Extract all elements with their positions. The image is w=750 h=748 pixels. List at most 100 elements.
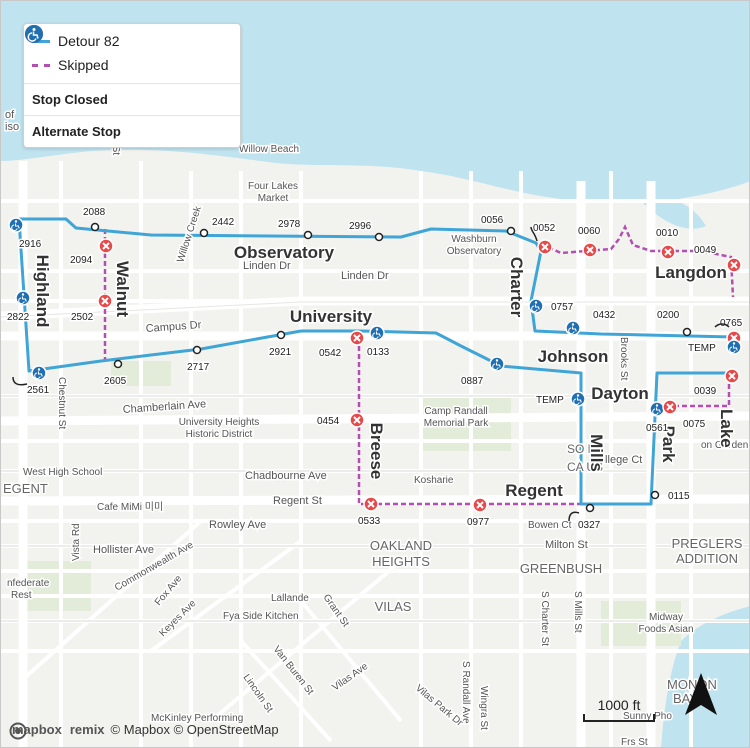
bus-stop[interactable]: [506, 226, 516, 236]
stop-closed-icon[interactable]: [660, 244, 676, 260]
alternate-stop-icon[interactable]: [570, 391, 586, 407]
alternate-stop-icon[interactable]: [15, 290, 31, 306]
stop-id-label: 2916: [19, 239, 42, 250]
label-egent: EGENT: [3, 481, 48, 496]
stop-id-label: 2088: [83, 207, 106, 218]
bus-stop[interactable]: [192, 345, 202, 355]
north-arrow-icon: [685, 673, 717, 715]
stop-id-label: 0133: [367, 347, 390, 358]
stop-closed-icon[interactable]: [349, 412, 365, 428]
label-camp-randall-1: Camp Randall: [424, 406, 487, 417]
bus-stop[interactable]: [650, 490, 660, 500]
stop-closed-icon[interactable]: [349, 330, 365, 346]
alternate-stop-icon[interactable]: [528, 298, 544, 314]
stop-id-label: 0052: [533, 223, 556, 234]
bus-stop[interactable]: [303, 230, 313, 240]
label-lallande: Lallande: [271, 593, 309, 604]
lake-monona: [661, 606, 749, 747]
stop-id-label: 2978: [278, 219, 301, 230]
turn-arrow-icon: [12, 376, 28, 386]
road-casing: [1, 395, 749, 622]
label-chestnut: Chestnut St: [56, 377, 67, 429]
label-market: Market: [258, 193, 289, 204]
stop-closed-icon[interactable]: [363, 496, 379, 512]
label-wingra: Wingra St: [478, 686, 489, 730]
legend-closed-label: Stop Closed: [32, 92, 108, 107]
scale-line: [583, 714, 655, 722]
skipped-swatch: [32, 63, 50, 67]
stop-id-label: 0049: [694, 245, 717, 256]
stop-id-label: 2094: [70, 255, 93, 266]
stop-id-label: 0977: [467, 517, 490, 528]
label-iso: iso: [5, 121, 19, 133]
stop-id-label: 0765: [720, 318, 743, 329]
label-washburn-2: Observatory: [447, 246, 501, 257]
bus-stop[interactable]: [199, 228, 209, 238]
mapbox-logo[interactable]: mapbox: [9, 722, 62, 740]
label-s-randall: S Randall Ave: [460, 661, 471, 724]
bus-stop[interactable]: [682, 327, 692, 337]
road-label: Walnut: [113, 261, 132, 317]
stop-closed-icon[interactable]: [537, 239, 553, 255]
road-label: Observatory: [234, 243, 335, 262]
label-kosharie: Kosharie: [414, 475, 454, 486]
remix-logo[interactable]: remix: [69, 722, 105, 737]
label-washburn-1: Washburn: [451, 234, 496, 245]
label-confederate-2: Rest: [11, 590, 32, 601]
label-willow-beach: Willow Beach: [239, 144, 299, 155]
label-brooks: Brooks St: [618, 337, 629, 381]
bus-stop[interactable]: [374, 232, 384, 242]
stop-closed-icon[interactable]: [726, 257, 742, 273]
label-fox: Fox Ave: [153, 573, 185, 608]
stop-closed-icon[interactable]: [662, 399, 678, 415]
stop-id-label: 0327: [578, 520, 601, 531]
road-label: Regent: [505, 481, 563, 500]
bus-stop[interactable]: [585, 503, 595, 513]
label-preglers-2: ADDITION: [676, 551, 738, 566]
stop-id-label: 2605: [104, 376, 127, 387]
label-south-1: SO H: [567, 442, 596, 456]
stop-id-label: 0115: [668, 491, 690, 502]
bus-stop[interactable]: [90, 222, 100, 232]
bus-stop[interactable]: [113, 359, 123, 369]
label-hollister: Hollister Ave: [93, 544, 154, 556]
alternate-stop-icon[interactable]: [31, 365, 47, 381]
stop-id-label: 0533: [358, 516, 381, 527]
stop-id-label: 2561: [27, 385, 50, 396]
label-chamberlain: Chamberlain Ave: [122, 398, 206, 416]
scale-label: 1000 ft: [597, 697, 641, 713]
label-uh-2: Historic District: [186, 429, 253, 440]
alternate-stop-icon[interactable]: [726, 339, 742, 355]
stop-id-label: 2822: [7, 312, 30, 323]
road-label: Langdon: [655, 263, 727, 282]
stop-closed-icon[interactable]: [98, 238, 114, 254]
alternate-stop-icon[interactable]: [369, 325, 385, 341]
label-cafe-mimi: Cafe MiMi 미미: [97, 501, 163, 513]
alternate-stop-icon[interactable]: [565, 320, 581, 336]
stop-closed-icon[interactable]: [472, 497, 488, 513]
stop-id-label: 0432: [593, 310, 616, 321]
alternate-stop-icon[interactable]: [8, 217, 24, 233]
bus-stop[interactable]: [276, 330, 286, 340]
alternate-stop-icon[interactable]: [489, 356, 505, 372]
label-south-2: CA US: [567, 460, 603, 474]
attribution-credits[interactable]: © Mapbox © OpenStreetMap: [110, 722, 279, 737]
label-midway-1: Midway: [649, 612, 683, 623]
mapbox-icon: [9, 722, 27, 740]
stop-closed-icon[interactable]: [582, 242, 598, 258]
alternate-stop-icon[interactable]: [649, 401, 665, 417]
stop-id-label: 2502: [71, 312, 94, 323]
label-s-mills: S Mills St: [572, 591, 583, 633]
scale-bar: 1000 ft: [583, 697, 655, 722]
label-regent-st: Regent St: [273, 495, 322, 507]
label-camp-randall-2: Memorial Park: [424, 418, 489, 429]
road-label: Highland: [33, 255, 52, 328]
stop-closed-icon[interactable]: [724, 368, 740, 384]
stop-closed-icon[interactable]: [97, 293, 113, 309]
stop-id-label: 0010: [656, 228, 679, 239]
attribution: mapbox remix © Mapbox © OpenStreetMap: [9, 722, 279, 740]
label-four-lakes: Four Lakes: [248, 181, 298, 192]
stop-id-label: 0561: [646, 423, 669, 434]
label-greenbush: GREENBUSH: [520, 561, 602, 576]
